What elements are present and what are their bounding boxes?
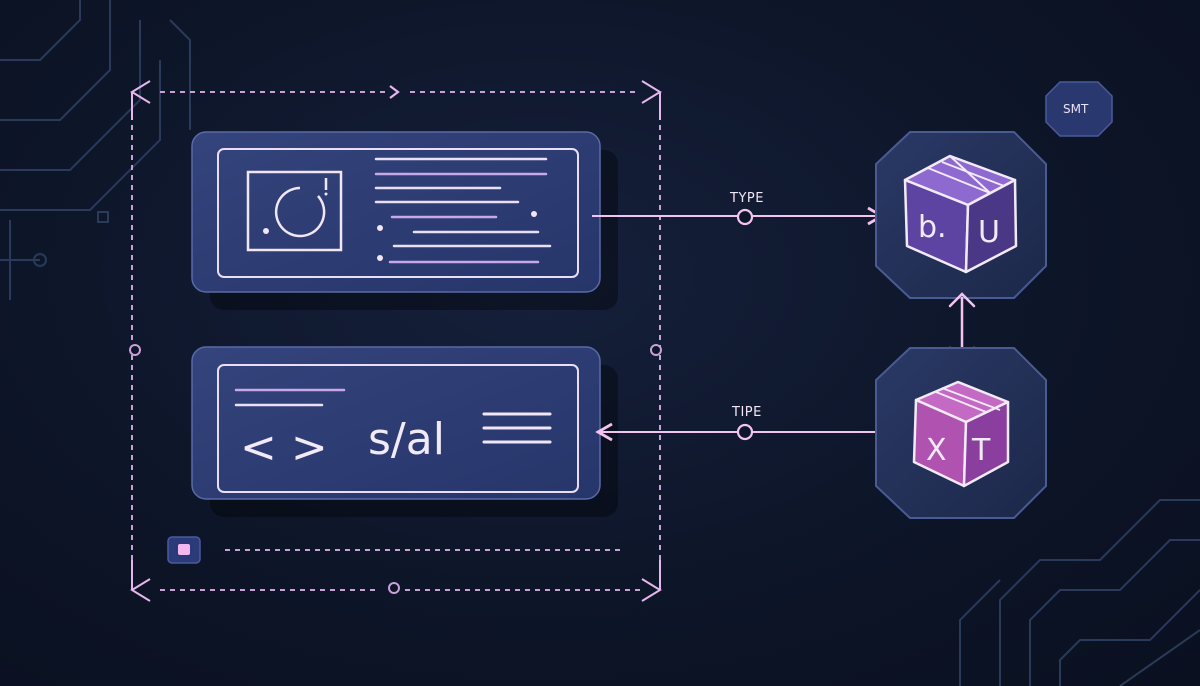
connector-bottom-label: TIPE [731, 405, 762, 420]
connector-bottom[interactable]: TIPE [595, 405, 888, 442]
cube-top-face-right: U [978, 215, 1000, 250]
connector-top[interactable]: TYPE [592, 191, 885, 226]
circuit-traces-left [0, 0, 191, 300]
connector-top-label: TYPE [729, 191, 764, 206]
cube-bottom-face-left: X [926, 433, 947, 468]
top-panel[interactable] [191, 131, 618, 310]
cube-top-face-left: b. [918, 210, 947, 245]
frame-corners [130, 80, 662, 602]
chip-icon[interactable] [167, 536, 201, 564]
cube-bottom-face-right: T [971, 433, 991, 468]
text-lines-top [374, 157, 552, 264]
cube-pink-icon [912, 380, 1010, 488]
code-brackets: < > [240, 422, 328, 473]
cube-icon [903, 154, 1018, 274]
menu-lines-icon [482, 412, 552, 444]
dashed-frame [131, 91, 661, 591]
top-cube-node[interactable]: b. U [875, 131, 1047, 299]
circuit-traces-right [959, 499, 1200, 686]
image-icon [246, 170, 343, 252]
frame-node-left [129, 344, 141, 356]
code-text: s/al [368, 414, 445, 465]
frame-node-right [650, 344, 662, 356]
frame-node-bottom [388, 582, 400, 594]
bottom-cube-node[interactable]: X T [875, 347, 1047, 519]
smt-badge-label: SMT [1063, 102, 1089, 116]
smt-badge[interactable]: SMT [1045, 81, 1113, 137]
code-text-lines [234, 388, 346, 407]
code-panel[interactable]: < > s/al [191, 346, 618, 517]
